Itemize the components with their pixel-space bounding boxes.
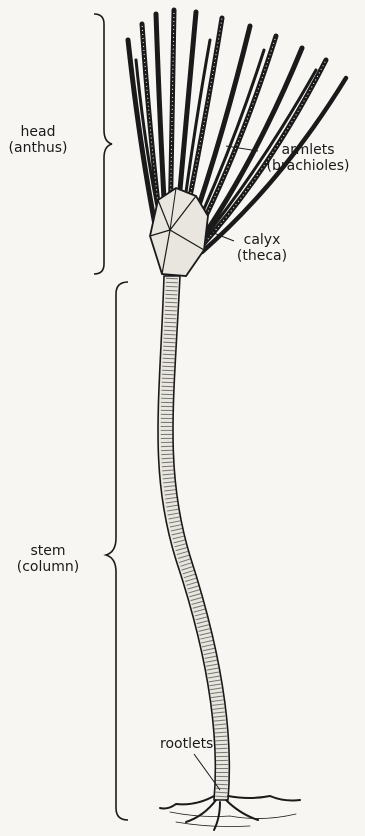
head-bracket bbox=[94, 14, 112, 274]
rootlets-label-text: rootlets bbox=[160, 736, 240, 752]
stem-label-text: stem bbox=[2, 543, 94, 559]
head-label-alt: (anthus) bbox=[4, 140, 72, 156]
head-label: head (anthus) bbox=[4, 124, 72, 156]
calyx-label-alt: (theca) bbox=[230, 248, 294, 264]
stem-bracket bbox=[106, 282, 128, 820]
armlets-label-alt: (brachioles) bbox=[256, 158, 360, 174]
stem-label-alt: (column) bbox=[2, 559, 94, 575]
rootlets-label: rootlets bbox=[160, 736, 240, 752]
calyx-shape bbox=[150, 188, 208, 276]
stem-label: stem (column) bbox=[2, 543, 94, 575]
calyx-label: calyx (theca) bbox=[230, 232, 294, 264]
calyx-label-text: calyx bbox=[230, 232, 294, 248]
rootlets-shape bbox=[160, 796, 300, 830]
armlets-label: armlets (brachioles) bbox=[256, 142, 360, 174]
armlets-label-text: armlets bbox=[256, 142, 360, 158]
head-label-text: head bbox=[4, 124, 72, 140]
